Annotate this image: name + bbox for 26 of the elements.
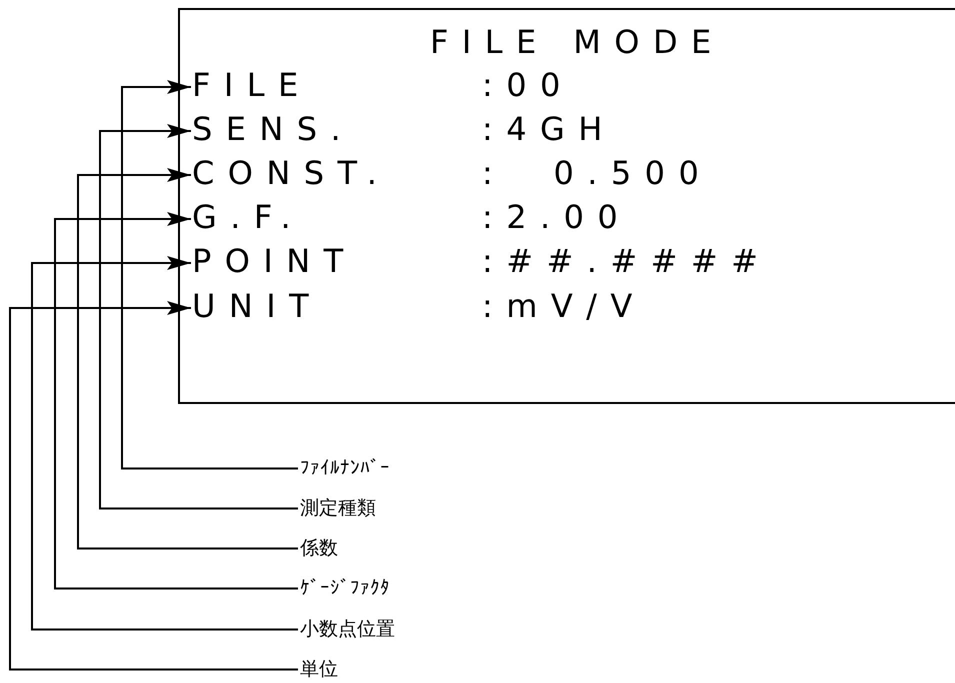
field-name: G.F. — [192, 201, 304, 233]
field-value: :00 — [482, 69, 574, 101]
leader-arrow — [77, 168, 298, 550]
callout-label: ｹﾞｰｼﾞﾌｧｸﾀ — [300, 577, 390, 600]
leader-arrow — [54, 212, 298, 590]
field-value: :##.#### — [482, 245, 772, 277]
leader-arrow — [31, 256, 298, 630]
callout-label: 単位 — [300, 658, 338, 681]
leader-arrow — [9, 301, 298, 670]
field-value: :mV/V — [482, 290, 646, 322]
callout-label: 係数 — [300, 537, 338, 560]
field-value: :2.00 — [482, 201, 632, 233]
field-name: SENS. — [192, 113, 354, 145]
field-name: POINT — [192, 245, 357, 277]
callout-label: 小数点位置 — [300, 618, 395, 641]
field-name: UNIT — [192, 290, 322, 322]
field-name: FILE — [192, 69, 312, 101]
field-name: CONST. — [192, 157, 390, 189]
callout-label: ﾌｧｲﾙﾅﾝﾊﾞｰ — [300, 457, 390, 480]
leader-arrow — [99, 124, 298, 510]
field-value: :4GH — [482, 113, 616, 145]
leader-arrow — [121, 80, 298, 470]
field-value: : 0.500 — [482, 157, 712, 189]
display-screen — [178, 8, 955, 404]
callout-label: 測定種類 — [300, 497, 376, 520]
screen-title: FILE MODE — [430, 26, 725, 58]
